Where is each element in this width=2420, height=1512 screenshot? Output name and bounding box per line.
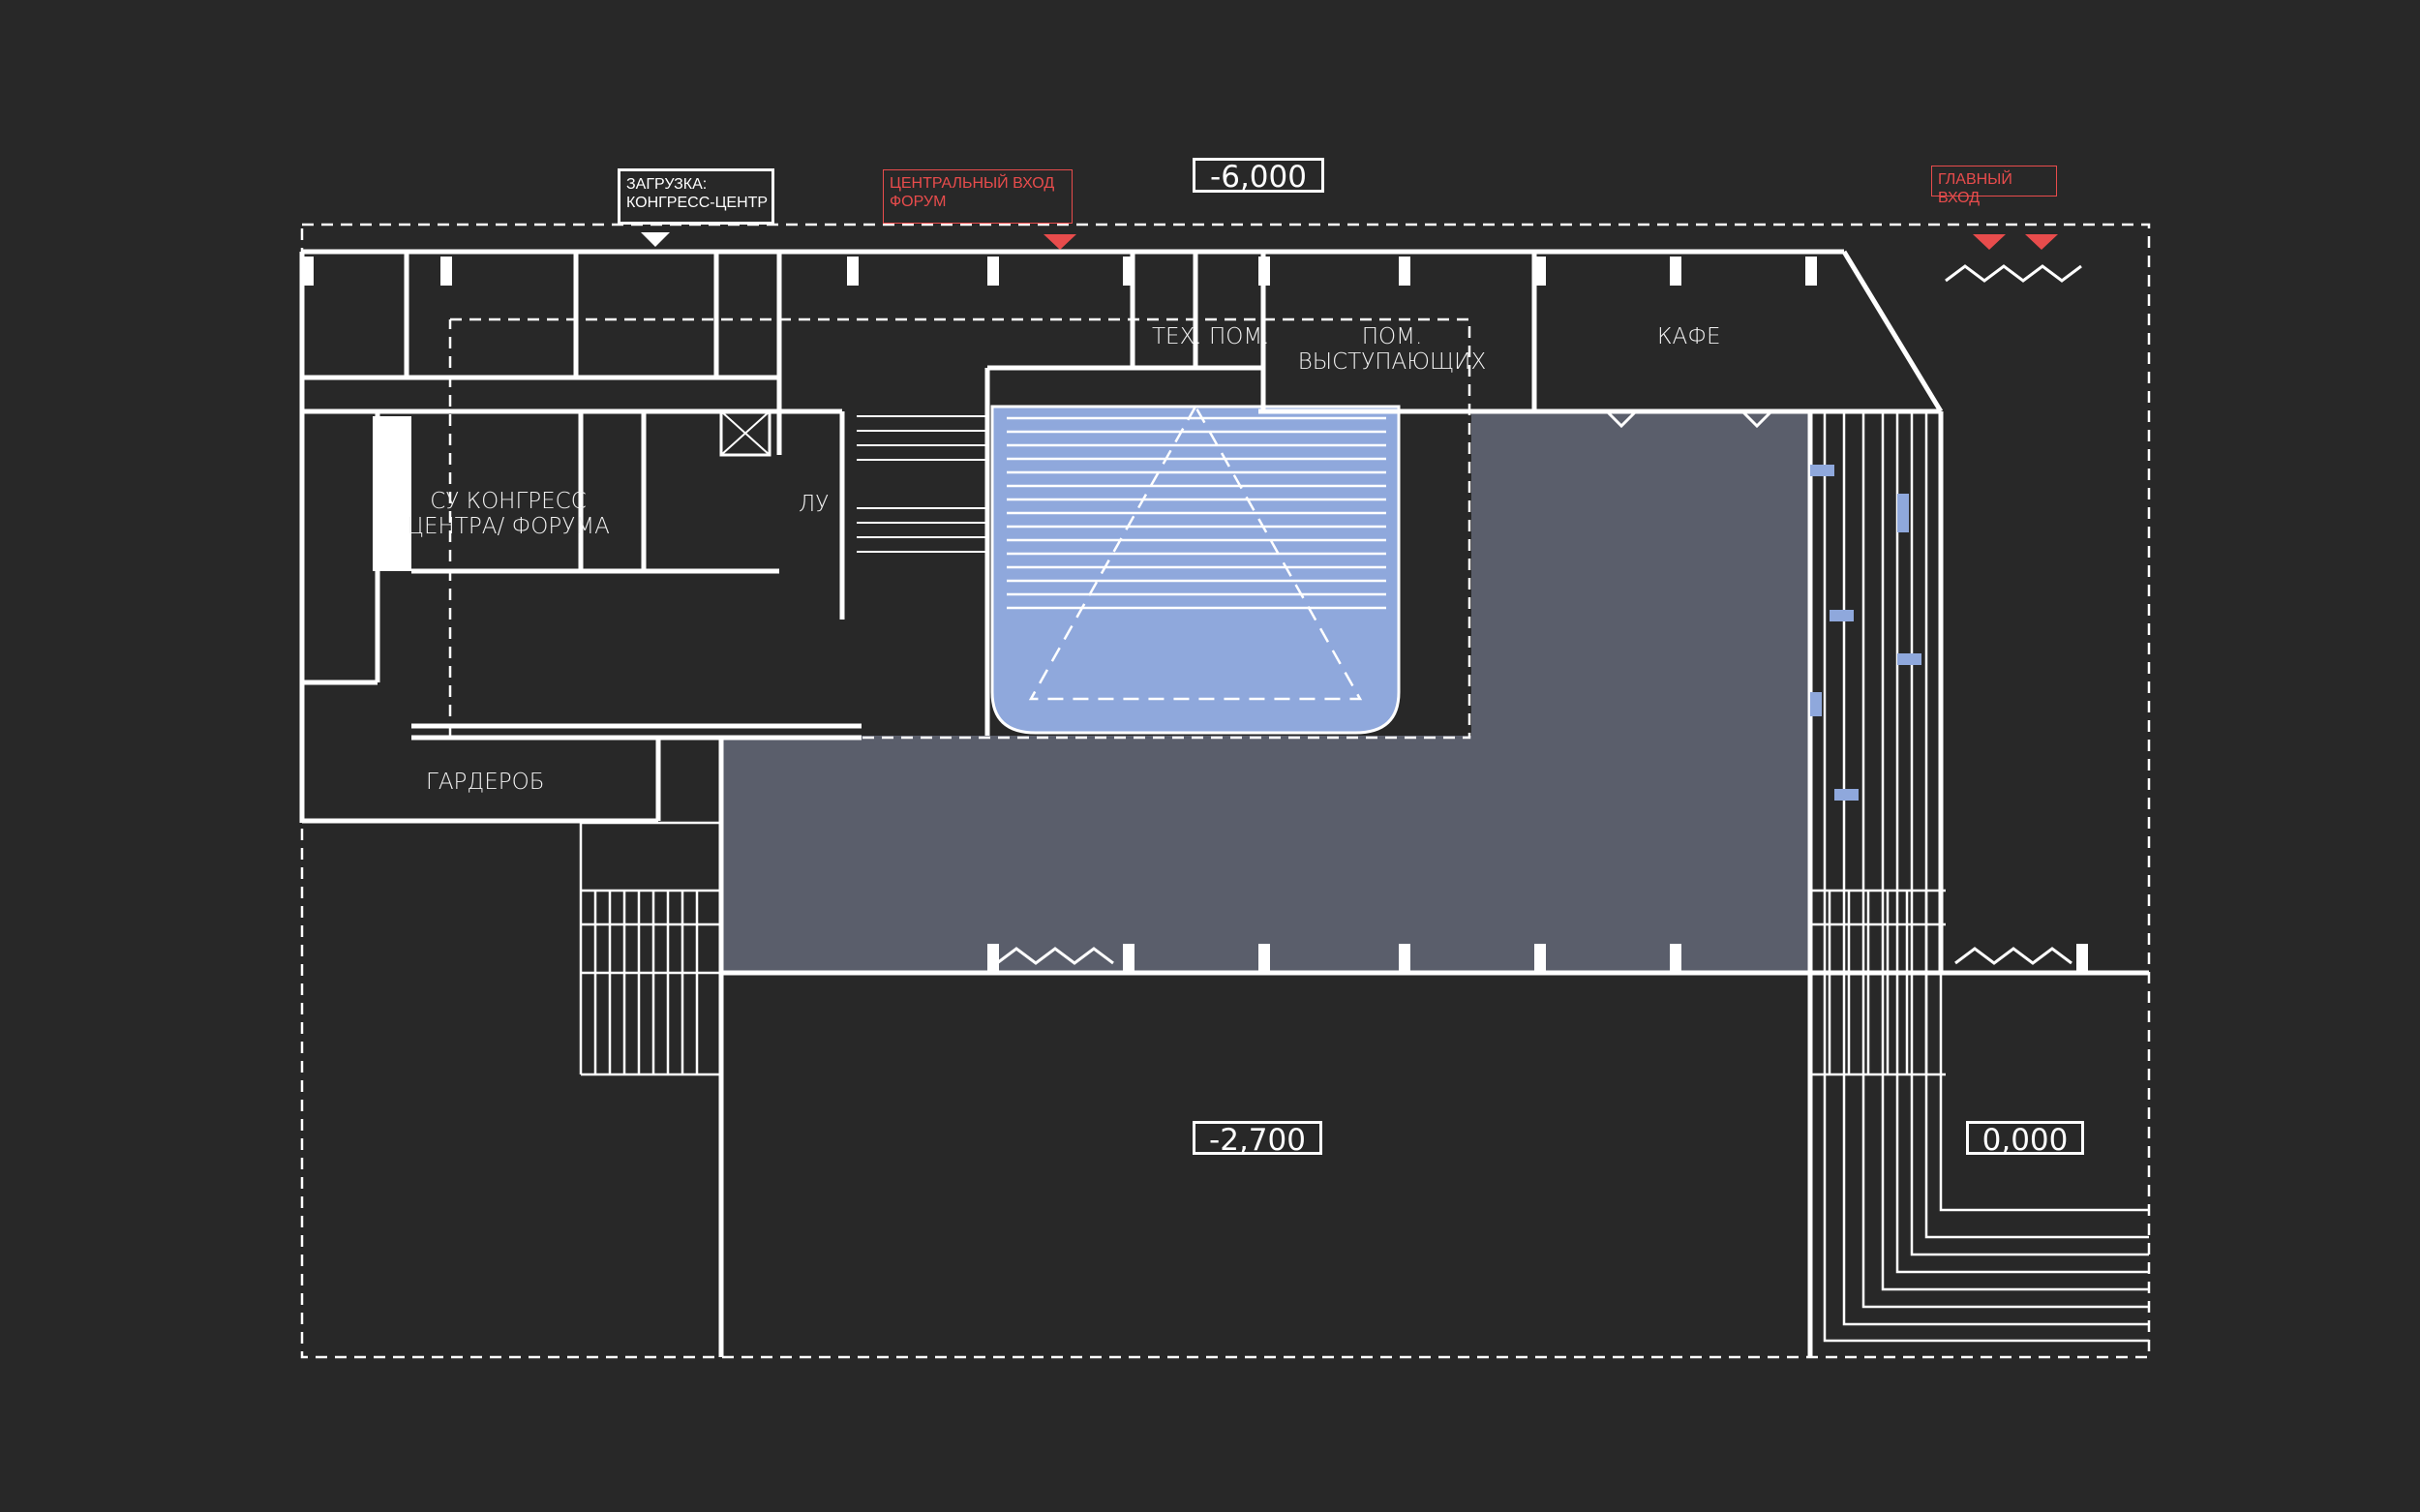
main-hall-floor <box>721 411 1810 973</box>
stage <box>992 407 1399 733</box>
central-entrance-tag: ЦЕНТРАЛЬНЫЙ ВХОД ФОРУМ <box>883 169 1073 224</box>
doors <box>996 264 2082 965</box>
ramp-markers <box>1810 465 1921 801</box>
room-label-cloakroom: ГАРДЕРОБ <box>426 770 545 795</box>
stairs-left <box>579 821 721 1076</box>
walls <box>299 249 2149 1357</box>
columns <box>302 257 2088 973</box>
level-marker-top: -6,000 <box>1193 158 1324 194</box>
level-marker-right: 0,000 <box>1966 1121 2084 1157</box>
room-label-restroom: СУ КОНГРЕСС ЦЕНТРА/ ФОРУМА <box>407 489 610 540</box>
elevator-shaft <box>719 409 771 457</box>
entrance-arrow-icon <box>2025 234 2058 250</box>
stage-sightlines <box>1028 404 1363 701</box>
ramp-lines <box>1823 411 2149 1343</box>
room-label-stairs: ЛУ <box>799 492 830 517</box>
loading-arrow-icon <box>641 232 670 247</box>
level-marker-bottom: -2,700 <box>1193 1121 1322 1157</box>
room-label-performers: ПОМ. ВЫСТУПАЮЩИХ <box>1297 324 1487 376</box>
main-entrance-tag: ГЛАВНЫЙ ВХОД <box>1931 166 2057 206</box>
entrance-arrow-icon <box>1044 234 1076 250</box>
connector-stairs <box>857 415 987 553</box>
loading-tag: ЗАГРУЗКА: КОНГРЕСС-ЦЕНТР <box>618 168 774 225</box>
stage-steps <box>1007 416 1386 610</box>
room-label-tech: ТЕХ. ПОМ. <box>1152 324 1270 349</box>
entrance-arrow-icon <box>1973 234 2006 250</box>
room-label-cafe: КАФЕ <box>1657 324 1721 349</box>
